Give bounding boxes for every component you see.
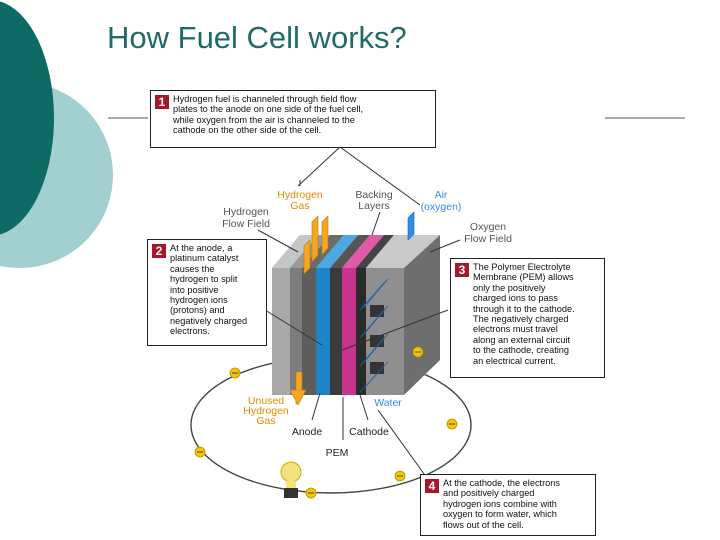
callout-2-text: At the anode, a platinum catalyst causes… [170,243,266,337]
callout-3-line: through it to the cathode. [473,303,575,314]
callout-4-text: At the cathode, the electrons and positi… [443,478,593,530]
oxygen-flow-plate-front [366,268,404,395]
callout-4: 4 At the cathode, the electrons and posi… [420,474,596,536]
callout-2-line: causes the [170,263,215,274]
label-oxygen-flow-field-1: Oxygen [470,221,506,233]
callout-2-line: At the anode, a [170,243,233,253]
callout-2-line: hydrogen to split [170,274,238,285]
callout-2-number: 2 [152,244,166,258]
callout-3-line: only the positively [473,282,546,293]
anode-layer-front [302,268,316,395]
label-anode: Anode [292,426,323,438]
callout-3-line: Membrane (PEM) allows [473,272,574,283]
cathode-catalyst-front [342,268,356,395]
callout-1: 1 Hydrogen fuel is channeled through fie… [150,90,436,148]
anode-backing-front [290,268,302,395]
label-hydrogen-gas-2: Gas [290,200,309,212]
electron-minus-signs [197,351,455,494]
label-air-2: (oxygen) [421,201,462,213]
callout-3-number: 3 [455,263,469,277]
callout-4-line: At the cathode, the electrons [443,478,560,488]
label-unused-hydrogen-3: Gas [256,415,275,427]
light-bulb-icon [280,461,302,498]
callout-2-line: platinum catalyst [170,253,239,264]
callout-2-line: (protons) and [170,305,225,316]
oxygen-arrows [359,211,415,393]
unused-hydrogen-arrows [289,371,307,406]
callout-2-line: electrons. [170,326,210,337]
dark-teal-circle [0,1,54,235]
callout-1-line: cathode on the other side of the cell. [173,125,322,136]
callout-1-line: plates to the anode on one side of the f… [173,104,364,115]
callout-1-line: Hydrogen fuel is channeled through field… [173,94,357,104]
layer-top [330,235,370,268]
callout-4-line: and positively charged [443,488,535,499]
cathode-backing-front [356,268,366,395]
label-hydrogen-flow-field-2: Flow Field [222,218,270,230]
anode-catalyst-front [316,268,330,395]
callout-3-line: The negatively charged [473,314,569,325]
label-water: Water [374,397,402,409]
callout-1-number: 1 [155,95,169,109]
callout-2-line: negatively charged [170,315,248,326]
label-backing-layers-1: Backing [355,189,393,201]
oxygen-channel [370,305,384,317]
label-oxygen-flow-field-2: Flow Field [464,233,512,245]
callout-4-line: oxygen to form water, which [443,509,557,520]
callout-3-line: charged ions to pass [473,293,558,304]
pem-front [330,268,342,395]
callout-3-line: to the cathode, creating [473,345,570,356]
slide-title: How Fuel Cell works? [107,20,407,55]
callout-3-line: along an external circuit [473,334,571,345]
label-hydrogen-gas-1: Hydrogen [277,189,323,201]
callout-2-line: hydrogen ions [170,295,228,306]
callout-1-line: while oxygen from the air is channeled t… [173,114,355,125]
oxygen-flow-plate-side [404,235,440,395]
layer-top [342,235,384,268]
callout-3-line: The Polymer Electrolyte [473,262,571,272]
callout-3-line: electrons must travel [473,324,558,335]
label-backing-layers-2: Layers [358,200,390,212]
label-unused-hydrogen-2: Hydrogen [243,405,289,417]
hydrogen-inlet-arrows [303,215,329,275]
callout-4-number: 4 [425,479,439,493]
callout-3: 3 The Polymer Electrolyte Membrane (PEM)… [450,258,605,378]
callout-3-line: an electrical current. [473,355,556,366]
label-air-1: Air [435,189,448,201]
label-hydrogen-flow-field-1: Hydrogen [223,206,269,218]
layer-top [356,235,394,268]
leader-lines [257,146,461,486]
callout-1-text: Hydrogen fuel is channeled through field… [173,94,435,136]
label-cathode: Cathode [349,426,389,438]
callout-2: 2 At the anode, a platinum catalyst caus… [147,239,267,346]
callout-3-text: The Polymer Electrolyte Membrane (PEM) a… [473,262,603,366]
callout-2-line: into positive [170,284,219,295]
label-pem: PEM [326,447,349,459]
oxygen-channel [370,362,384,374]
layer-top [366,235,440,268]
label-unused-hydrogen-1: Unused [248,395,284,407]
hydrogen-flow-plate-front [272,268,290,395]
layer-top [316,235,358,268]
callout-4-line: flows out of the cell. [443,519,524,530]
callout-4-line: hydrogen ions combine with [443,498,557,509]
